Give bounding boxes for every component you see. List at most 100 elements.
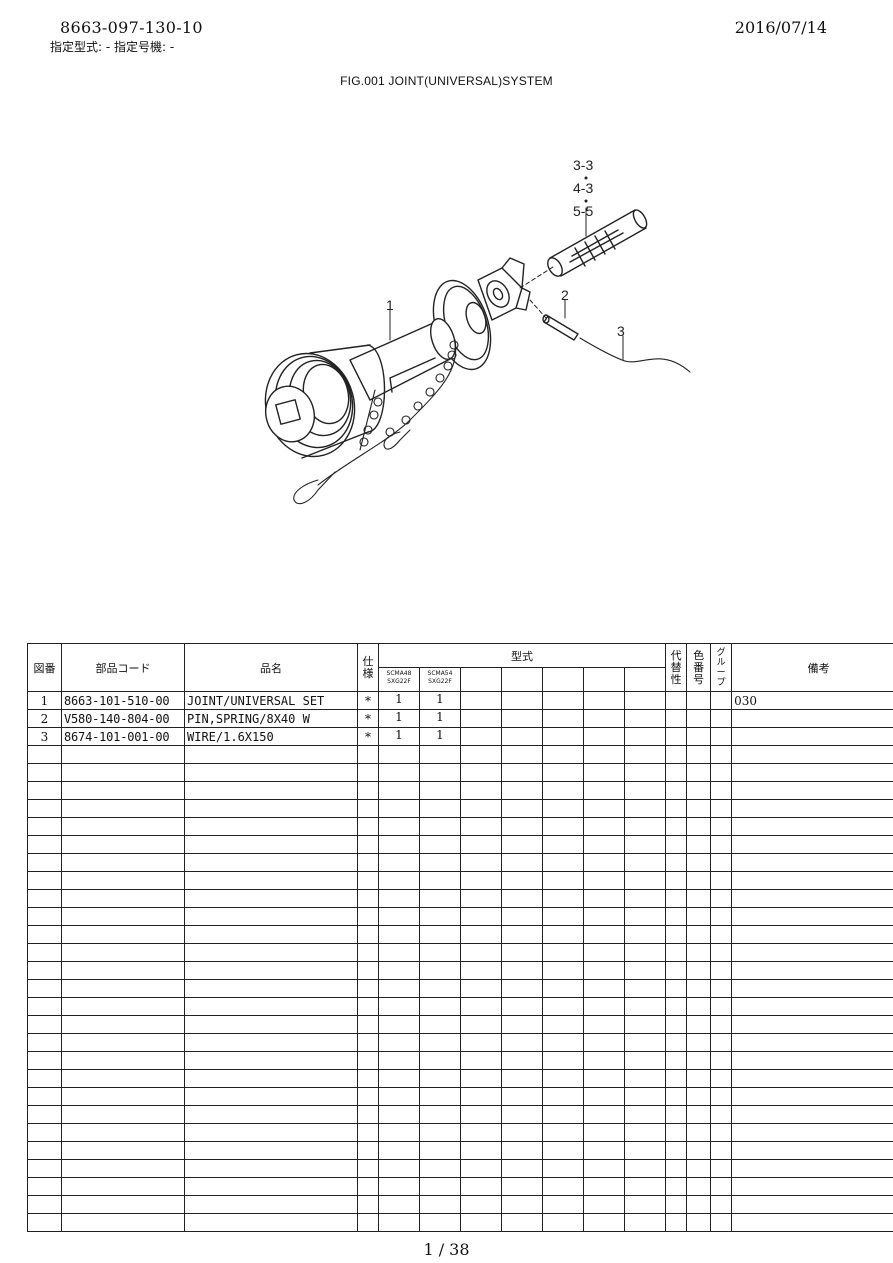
quantity-cell — [419, 1105, 461, 1124]
table-row — [27, 1141, 893, 1160]
fig-no-cell: 3 — [27, 727, 62, 746]
quantity-cell — [623, 709, 667, 728]
spec-cell — [357, 1087, 379, 1106]
spec-cell — [357, 781, 379, 800]
part-name-cell — [184, 835, 358, 854]
group-cell — [710, 835, 733, 854]
spec-cell — [357, 1213, 379, 1232]
quantity-cell — [501, 727, 543, 746]
part-name-cell — [184, 763, 358, 782]
alt-cell — [665, 925, 688, 944]
quantity-cell — [460, 961, 502, 980]
spec-cell — [357, 997, 379, 1016]
model-column-6 — [583, 667, 625, 692]
color-cell — [686, 1087, 712, 1106]
part-code-cell — [61, 961, 185, 980]
table-row — [27, 1033, 893, 1052]
alt-cell — [665, 763, 688, 782]
fig-no-cell — [27, 979, 62, 998]
quantity-cell — [419, 943, 461, 962]
fig-no-cell — [27, 997, 62, 1016]
quantity-cell — [623, 1051, 667, 1070]
alt-cell — [665, 907, 688, 926]
quantity-cell — [460, 1159, 502, 1178]
quantity-cell — [623, 997, 667, 1016]
quantity-cell — [501, 907, 543, 926]
model-column-7 — [623, 667, 667, 692]
quantity-cell — [623, 781, 667, 800]
part-name-cell — [184, 997, 358, 1016]
fig-no-cell: 1 — [27, 691, 62, 710]
quantity-cell — [583, 835, 625, 854]
quantity-cell — [378, 1195, 420, 1214]
quantity-cell: 1 — [419, 691, 461, 710]
color-cell — [686, 1159, 712, 1178]
alt-cell — [665, 853, 688, 872]
part-name-cell — [184, 853, 358, 872]
remarks-cell — [731, 925, 893, 944]
quantity-cell — [419, 1177, 461, 1196]
quantity-cell — [501, 1015, 543, 1034]
quantity-cell — [501, 961, 543, 980]
alt-cell — [665, 1087, 688, 1106]
quantity-cell — [460, 1141, 502, 1160]
quantity-cell — [501, 889, 543, 908]
callout-5-5: 5-5 — [573, 203, 593, 219]
quantity-cell — [542, 1141, 584, 1160]
group-cell — [710, 745, 733, 764]
remarks-cell — [731, 997, 893, 1016]
quantity-cell — [583, 817, 625, 836]
fig-no-cell — [27, 835, 62, 854]
quantity-cell — [378, 997, 420, 1016]
quantity-cell — [419, 853, 461, 872]
quantity-cell — [378, 1015, 420, 1034]
callout-1: 1 — [386, 297, 394, 313]
part-code-cell — [61, 835, 185, 854]
group-cell — [710, 871, 733, 890]
quantity-cell — [583, 961, 625, 980]
color-cell — [686, 799, 712, 818]
quantity-cell — [501, 1213, 543, 1232]
quantity-cell: 1 — [419, 709, 461, 728]
quantity-cell — [623, 817, 667, 836]
part-code-cell — [61, 1033, 185, 1052]
remarks-cell — [731, 1123, 893, 1142]
parts-table: 図番 部品コード 品名 仕様 型式 代替性 色番号 グループ 備考 SCMA48… — [27, 643, 893, 1232]
header-color: 色番号 — [686, 643, 712, 692]
part-name-cell — [184, 799, 358, 818]
quantity-cell — [501, 943, 543, 962]
fig-no-cell — [27, 889, 62, 908]
quantity-cell: 1 — [419, 727, 461, 746]
alt-cell — [665, 745, 688, 764]
spring-pin — [542, 314, 579, 341]
quantity-cell — [460, 745, 502, 764]
fig-no-cell — [27, 1069, 62, 1088]
part-name-cell — [184, 1015, 358, 1034]
quantity-cell — [378, 817, 420, 836]
color-cell — [686, 709, 712, 728]
quantity-cell — [583, 1069, 625, 1088]
quantity-cell — [378, 745, 420, 764]
group-cell — [710, 817, 733, 836]
color-cell — [686, 907, 712, 926]
color-cell — [686, 781, 712, 800]
fig-no-cell — [27, 781, 62, 800]
quantity-cell — [542, 943, 584, 962]
header-part-code: 部品コード — [61, 643, 185, 692]
spec-cell — [357, 889, 379, 908]
table-row — [27, 799, 893, 818]
alt-cell — [665, 835, 688, 854]
safety-chains — [293, 339, 459, 505]
part-name-cell — [184, 781, 358, 800]
remarks-cell — [731, 799, 893, 818]
color-cell — [686, 1177, 712, 1196]
quantity-cell — [419, 1051, 461, 1070]
alt-cell — [665, 817, 688, 836]
remarks-cell — [731, 889, 893, 908]
part-code-cell — [61, 745, 185, 764]
quantity-cell — [583, 997, 625, 1016]
quantity-cell — [378, 925, 420, 944]
part-code-cell: V580-140-804-00 — [61, 709, 185, 728]
table-row — [27, 1015, 893, 1034]
fig-no-cell — [27, 1015, 62, 1034]
